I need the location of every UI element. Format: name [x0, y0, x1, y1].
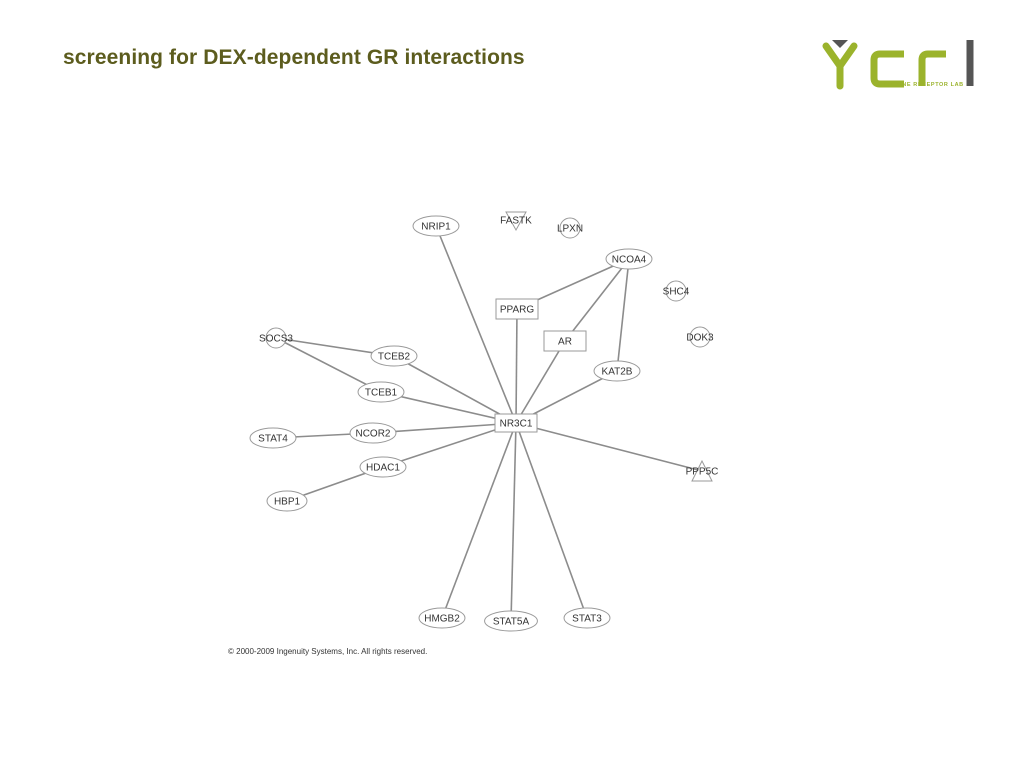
node-label: HDAC1 [366, 463, 400, 474]
node-label: STAT3 [572, 614, 602, 625]
node-label: NCOA4 [612, 255, 647, 266]
edge-ar-ncoa4 [564, 258, 630, 342]
node-label: SOCS3 [259, 334, 293, 345]
node-label: STAT4 [258, 434, 288, 445]
edge-nr3c1-ncor2 [372, 422, 517, 434]
node-hdac1: HDAC1 [359, 456, 407, 478]
copyright-notice: © 2000-2009 Ingenuity Systems, Inc. All … [228, 647, 428, 656]
node-pparg: PPARG [495, 298, 539, 320]
node-shape [412, 215, 460, 237]
node-shape [494, 413, 538, 433]
node-label: PPARG [500, 305, 534, 316]
node-shc4: SHC4 [663, 280, 690, 302]
edge-nr3c1-stat5a [510, 422, 517, 622]
node-shape [563, 607, 611, 629]
logo-tagline: CYTOKINE RECEPTOR LAB [878, 82, 964, 88]
node-hmgb2: HMGB2 [418, 607, 466, 629]
node-socs3: SOCS3 [259, 327, 293, 349]
node-label: TCEB2 [378, 352, 411, 363]
edge-nr3c1-ppp5c [515, 422, 703, 472]
edge-nr3c1-pparg [515, 308, 518, 424]
ycrl-logo [822, 34, 982, 92]
node-shape [249, 427, 297, 449]
node-shape [559, 217, 581, 239]
node-nrip1: NRIP1 [412, 215, 460, 237]
node-tceb2: TCEB2 [370, 345, 418, 367]
node-stat5a: STAT5A [484, 610, 538, 632]
node-nr3c1: NR3C1 [494, 413, 538, 433]
node-dok3: DOK3 [686, 326, 714, 348]
edge-nr3c1-hdac1 [382, 422, 517, 468]
node-lpxn: LPXN [557, 217, 583, 239]
node-label: FASTK [500, 216, 532, 227]
node-kat2b: KAT2B [593, 360, 641, 382]
node-shape [349, 422, 397, 444]
node-shape [543, 330, 587, 352]
edge-ncoa4-kat2b [616, 258, 630, 372]
node-shape [266, 490, 308, 512]
node-label: STAT5A [493, 617, 530, 628]
node-ncoa4: NCOA4 [605, 248, 653, 270]
node-label: PPP5C [686, 467, 719, 478]
node-shape [689, 326, 711, 348]
node-shape [605, 248, 653, 270]
edges-layer [272, 225, 703, 622]
slide-title: screening for DEX-dependent GR interacti… [63, 46, 525, 69]
node-shape [418, 607, 466, 629]
node-hbp1: HBP1 [266, 490, 308, 512]
node-shape [484, 610, 538, 632]
edge-nr3c1-tceb2 [393, 355, 517, 424]
node-stat3: STAT3 [563, 607, 611, 629]
node-shape [357, 381, 405, 403]
node-shape [691, 459, 713, 482]
edge-nr3c1-stat3 [515, 422, 588, 619]
node-tceb1: TCEB1 [357, 381, 405, 403]
node-ar: AR [543, 330, 587, 352]
node-label: NRIP1 [421, 222, 451, 233]
node-shape [359, 456, 407, 478]
node-label: HMGB2 [424, 614, 460, 625]
node-label: KAT2B [602, 367, 633, 378]
edge-nr3c1-tceb1 [380, 391, 517, 424]
edge-nr3c1-hmgb2 [441, 422, 517, 619]
edge-nr3c1-nrip1 [435, 225, 517, 424]
node-label: AR [558, 337, 572, 348]
node-label: NCOR2 [355, 429, 390, 440]
node-label: DOK3 [686, 333, 714, 344]
node-label: SHC4 [663, 287, 690, 298]
node-label: NR3C1 [500, 419, 533, 430]
nodes-layer: NR3C1 PPARG AR NRIP1 FASTK LPXN NCOA4SHC4DOK3K… [249, 211, 719, 632]
edge-nr3c1-ar [515, 340, 566, 424]
node-fastk: FASTK [500, 211, 532, 232]
node-shape [265, 327, 287, 349]
node-ncor2: NCOR2 [349, 422, 397, 444]
node-shape [593, 360, 641, 382]
node-label: LPXN [557, 224, 583, 235]
node-shape [495, 298, 539, 320]
edge-socs3-tceb1 [275, 337, 382, 393]
node-shape [505, 211, 527, 232]
node-shape [665, 280, 687, 302]
node-label: TCEB1 [365, 388, 398, 399]
ycrl-logo-mark [822, 40, 974, 90]
node-ppp5c: PPP5C [686, 459, 719, 482]
node-stat4: STAT4 [249, 427, 297, 449]
node-label: HBP1 [274, 497, 301, 508]
node-shape [370, 345, 418, 367]
